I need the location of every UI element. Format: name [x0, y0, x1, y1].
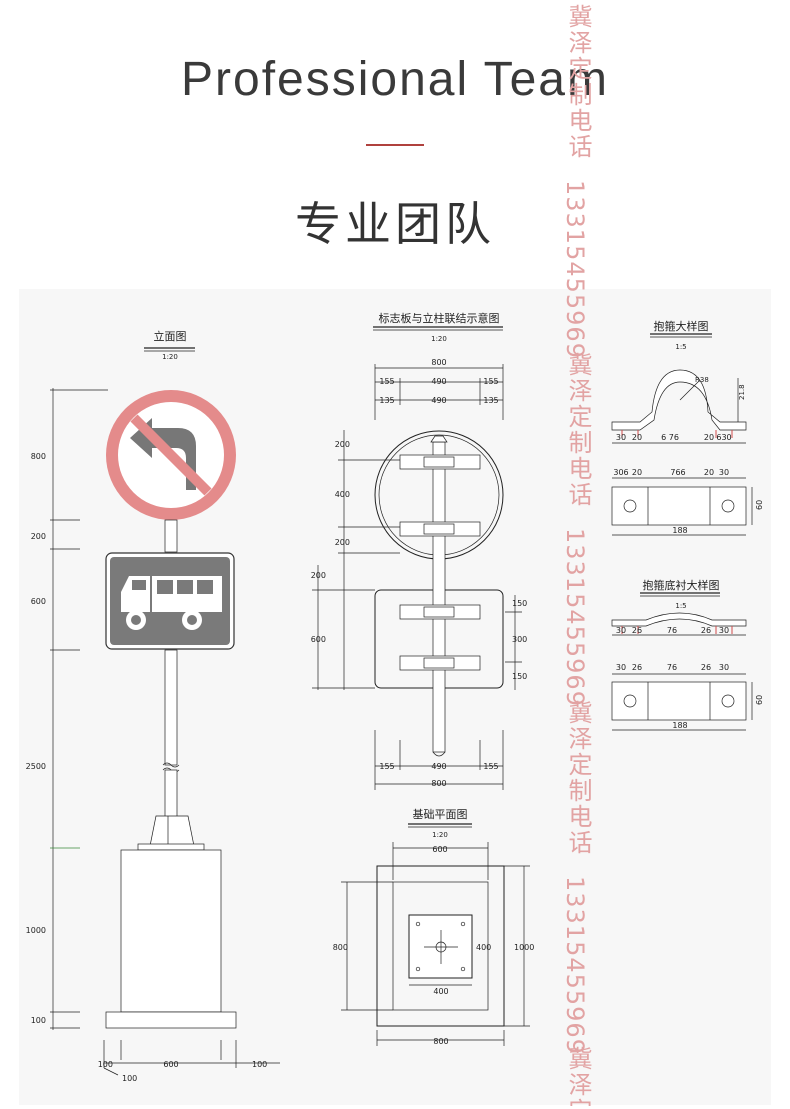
dim-label: 155	[379, 377, 394, 386]
dim-label: 766	[670, 468, 685, 477]
dim-label: 26	[701, 626, 711, 635]
dim-label: 21.8	[738, 384, 746, 400]
dim-label: 155	[483, 377, 498, 386]
drawing-panel: 立面图 1:20 800 200 600 2500 1000 100 600 1…	[19, 289, 771, 1105]
engineering-drawing: 立面图 1:20 800 200 600 2500 1000 100 600 1…	[26, 311, 764, 1083]
dim-label: 30	[616, 663, 626, 672]
dim-label: 26	[632, 663, 642, 672]
dim-label: 60	[755, 500, 764, 510]
dim-label: 600	[311, 635, 326, 644]
watermark-company: 冀泽定制电话	[564, 4, 592, 160]
dim-label: 135	[483, 396, 498, 405]
watermark-company: 冀泽定制电话	[564, 352, 592, 508]
watermark-phone: 13315455969	[561, 180, 589, 359]
watermark-phone: 13315455969	[561, 528, 589, 707]
dim-label: 6 76	[661, 433, 679, 442]
dim-label: 400	[335, 490, 350, 499]
dim-label: 26	[701, 663, 711, 672]
dim-label: 188	[672, 721, 687, 730]
dim-label: 30	[719, 626, 729, 635]
dim-label: 200	[31, 532, 46, 541]
dim-label: 300	[512, 635, 527, 644]
dim-label: 100	[31, 1016, 46, 1025]
page-title-en: Professional Team	[181, 53, 609, 106]
watermark-company: 冀泽定制电话	[564, 700, 592, 856]
foundation-title: 基础平面图	[413, 808, 468, 821]
dim-label: 76	[667, 626, 677, 635]
connection-view	[312, 326, 522, 790]
dim-label: 150	[512, 672, 527, 681]
dim-label: 490	[431, 377, 446, 386]
watermark-company: 冀泽定制电话	[561, 1046, 596, 1106]
dim-label: 30	[719, 468, 729, 477]
dim-label: 60	[755, 695, 764, 705]
dim-label: 306	[613, 468, 628, 477]
foundation-scale: 1:20	[432, 831, 448, 839]
dim-label: 490	[431, 762, 446, 771]
dim-label: 155	[483, 762, 498, 771]
dim-label: 20	[704, 433, 714, 442]
dim-label: 800	[431, 779, 446, 788]
dim-label: 76	[667, 663, 677, 672]
dim-label: 30	[616, 626, 626, 635]
dim-label: 600	[432, 845, 447, 854]
elevation-scale: 1:20	[162, 353, 178, 361]
page-title-cn: 专业团队	[295, 197, 495, 251]
dim-label: R38	[695, 376, 709, 384]
dim-label: 135	[379, 396, 394, 405]
dim-label: 20	[632, 468, 642, 477]
dim-label: 200	[311, 571, 326, 580]
dim-label: 800	[431, 358, 446, 367]
dim-label: 400	[476, 943, 491, 952]
dim-label: 1000	[514, 943, 534, 952]
dim-label: 800	[333, 943, 348, 952]
connection-scale: 1:20	[431, 335, 447, 343]
liner-detail	[611, 592, 753, 731]
dim-label: 188	[672, 526, 687, 535]
liner-scale: 1:5	[675, 602, 686, 610]
elevation-title: 立面图	[154, 329, 187, 343]
dim-label: 400	[433, 987, 448, 996]
dim-label: 100	[252, 1060, 267, 1069]
dim-label: 155	[379, 762, 394, 771]
dim-label: 600	[31, 597, 46, 606]
elevation-view	[50, 347, 280, 1076]
dim-label: 630	[716, 433, 731, 442]
dim-label: 800	[31, 452, 46, 461]
dim-label: 200	[335, 538, 350, 547]
dim-label: 2500	[26, 762, 46, 771]
dim-label: 100	[98, 1060, 113, 1069]
dim-label: 1000	[26, 926, 46, 935]
dim-label: 100	[122, 1074, 137, 1083]
connection-title: 标志板与立柱联结示意图	[379, 311, 500, 325]
liner-title: 抱箍底衬大样图	[643, 578, 720, 592]
dim-label: 30	[616, 433, 626, 442]
clamp-scale: 1:5	[675, 343, 686, 351]
foundation-view	[341, 823, 530, 1046]
title-divider	[366, 144, 424, 146]
dim-label: 490	[431, 396, 446, 405]
dim-label: 20	[704, 468, 714, 477]
clamp-title: 抱箍大样图	[654, 319, 709, 333]
dim-label: 30	[719, 663, 729, 672]
watermark-phone: 13315455969	[561, 876, 589, 1055]
clamp-detail	[611, 333, 753, 536]
dim-label: 150	[512, 599, 527, 608]
dim-label: 800	[433, 1037, 448, 1046]
dim-label: 600	[163, 1060, 178, 1069]
dim-label: 26	[632, 626, 642, 635]
dim-label: 200	[335, 440, 350, 449]
dim-label: 20	[632, 433, 642, 442]
